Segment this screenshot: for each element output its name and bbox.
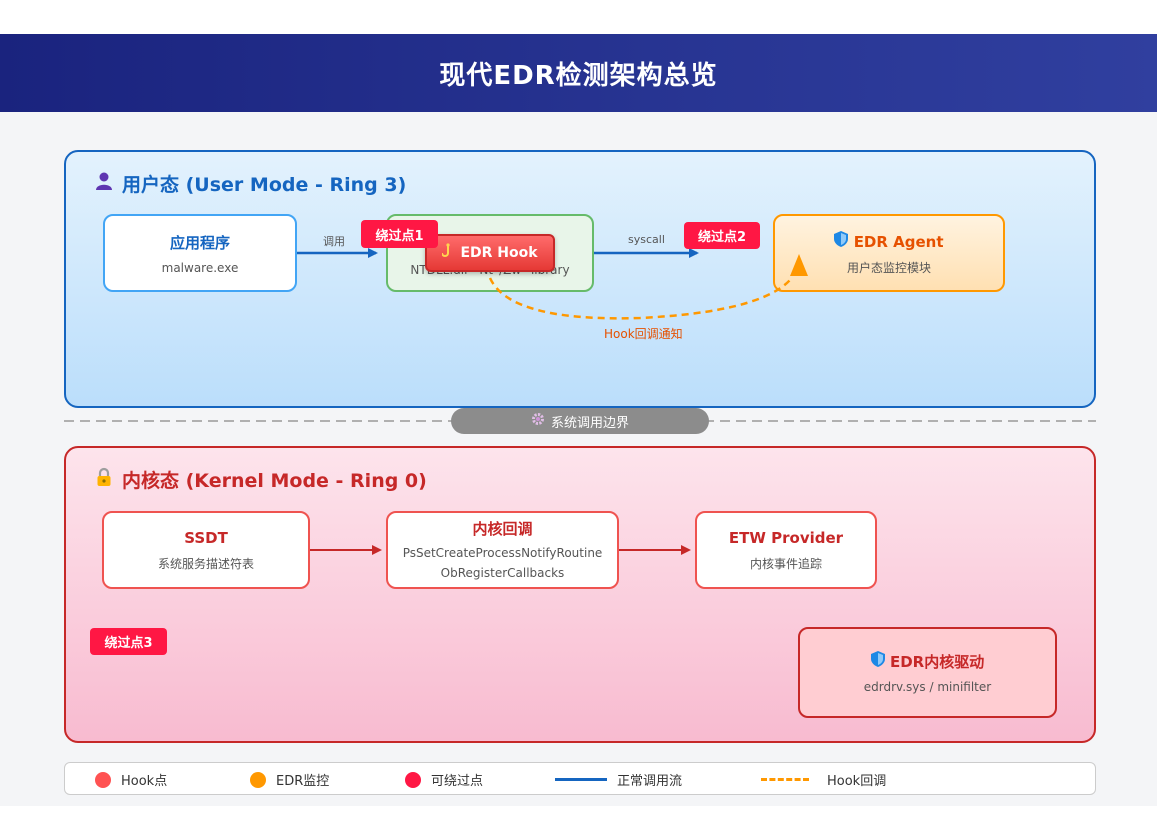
ssdt-box: SSDT 系统服务描述符表: [102, 511, 310, 589]
app-title: 应用程序: [169, 233, 230, 252]
legend-item-hook: Hook点: [95, 763, 167, 796]
user-mode-title: 用户态 (User Mode - Ring 3): [94, 170, 406, 197]
etw-provider-box: ETW Provider 内核事件追踪: [695, 511, 877, 589]
edr-agent-subtitle: 用户态监控模块: [846, 260, 931, 275]
kernel-callbacks-box: 内核回调 PsSetCreateProcessNotifyRoutine ObR…: [386, 511, 619, 589]
legend-item-bypass: 可绕过点: [405, 763, 483, 796]
etw-subtitle: 内核事件追踪: [749, 556, 822, 571]
kernel-callbacks-line2: ObRegisterCallbacks: [440, 565, 565, 580]
edr-driver-box: EDR内核驱动 edrdrv.sys / minifilter: [798, 627, 1057, 718]
edr-hook-box: EDR Hook: [425, 234, 555, 272]
ssdt-title: SSDT: [184, 528, 228, 547]
call-arrow-label: 调用: [323, 235, 345, 248]
legend: Hook点 EDR监控 可绕过点 正常调用流 Hook回调: [64, 762, 1096, 795]
lock-icon: [94, 467, 114, 492]
legend-item-hook-callback: Hook回调: [761, 763, 886, 796]
legend-solid-line: [555, 778, 607, 781]
gear-icon: [531, 412, 545, 430]
kernel-callbacks-title: 内核回调: [472, 519, 533, 538]
user-icon: [94, 171, 114, 196]
page-title: 现代EDR检测架构总览: [439, 60, 718, 91]
legend-edr-dot: [250, 771, 266, 788]
syscall-arrow-label: syscall: [628, 233, 665, 246]
bypass-badge-2: 绕过点2: [684, 222, 760, 249]
ssdt-subtitle: 系统服务描述符表: [157, 556, 254, 571]
app-box: 应用程序 malware.exe: [103, 214, 297, 292]
app-subtitle: malware.exe: [161, 260, 239, 275]
syscall-boundary-pill: 系统调用边界: [451, 408, 709, 434]
edr-agent-title: EDR Agent: [834, 230, 944, 251]
edr-driver-title: EDR内核驱动: [870, 651, 984, 672]
legend-hook-dot: [95, 771, 111, 788]
header-bar: 现代EDR检测架构总览: [0, 34, 1157, 112]
edr-agent-box: EDR Agent 用户态监控模块: [773, 214, 1005, 292]
kernel-mode-title: 内核态 (Kernel Mode - Ring 0): [94, 466, 427, 493]
shield-icon: [870, 651, 885, 667]
legend-item-call-flow: 正常调用流: [555, 763, 682, 796]
hook-icon: [441, 243, 454, 263]
shield-icon: [834, 230, 849, 247]
legend-bypass-dot: [405, 771, 421, 788]
etw-title: ETW Provider: [728, 528, 844, 547]
hook-callback-label: Hook回调通知: [604, 327, 683, 341]
bypass-badge-1: 绕过点1: [361, 220, 438, 248]
kernel-callbacks-line1: PsSetCreateProcessNotifyRoutine: [402, 545, 603, 560]
edr-driver-subtitle: edrdrv.sys / minifilter: [863, 680, 992, 694]
legend-item-edr: EDR监控: [250, 763, 329, 796]
legend-dashed-line: [761, 778, 809, 781]
bypass-badge-3: 绕过点3: [90, 628, 167, 655]
